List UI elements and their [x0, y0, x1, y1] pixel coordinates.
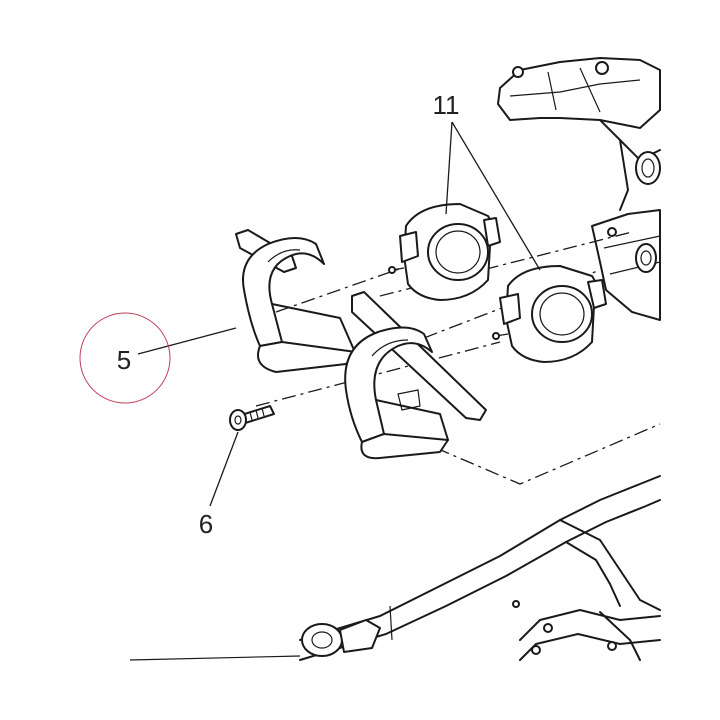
callout-5: 5 — [117, 345, 131, 375]
leader-lines — [137, 121, 541, 507]
holder-clamp-upper — [235, 229, 357, 373]
cap-lower — [492, 265, 607, 363]
callout-6: 6 — [199, 509, 213, 539]
highlight-circle — [79, 312, 171, 404]
screw — [229, 405, 275, 431]
frame-structure-top — [497, 57, 661, 211]
callout-11: 11 — [433, 90, 460, 120]
holder-clamp-lower — [344, 291, 487, 460]
cap-upper — [388, 203, 501, 301]
frame-tubes-bottom — [129, 475, 661, 661]
